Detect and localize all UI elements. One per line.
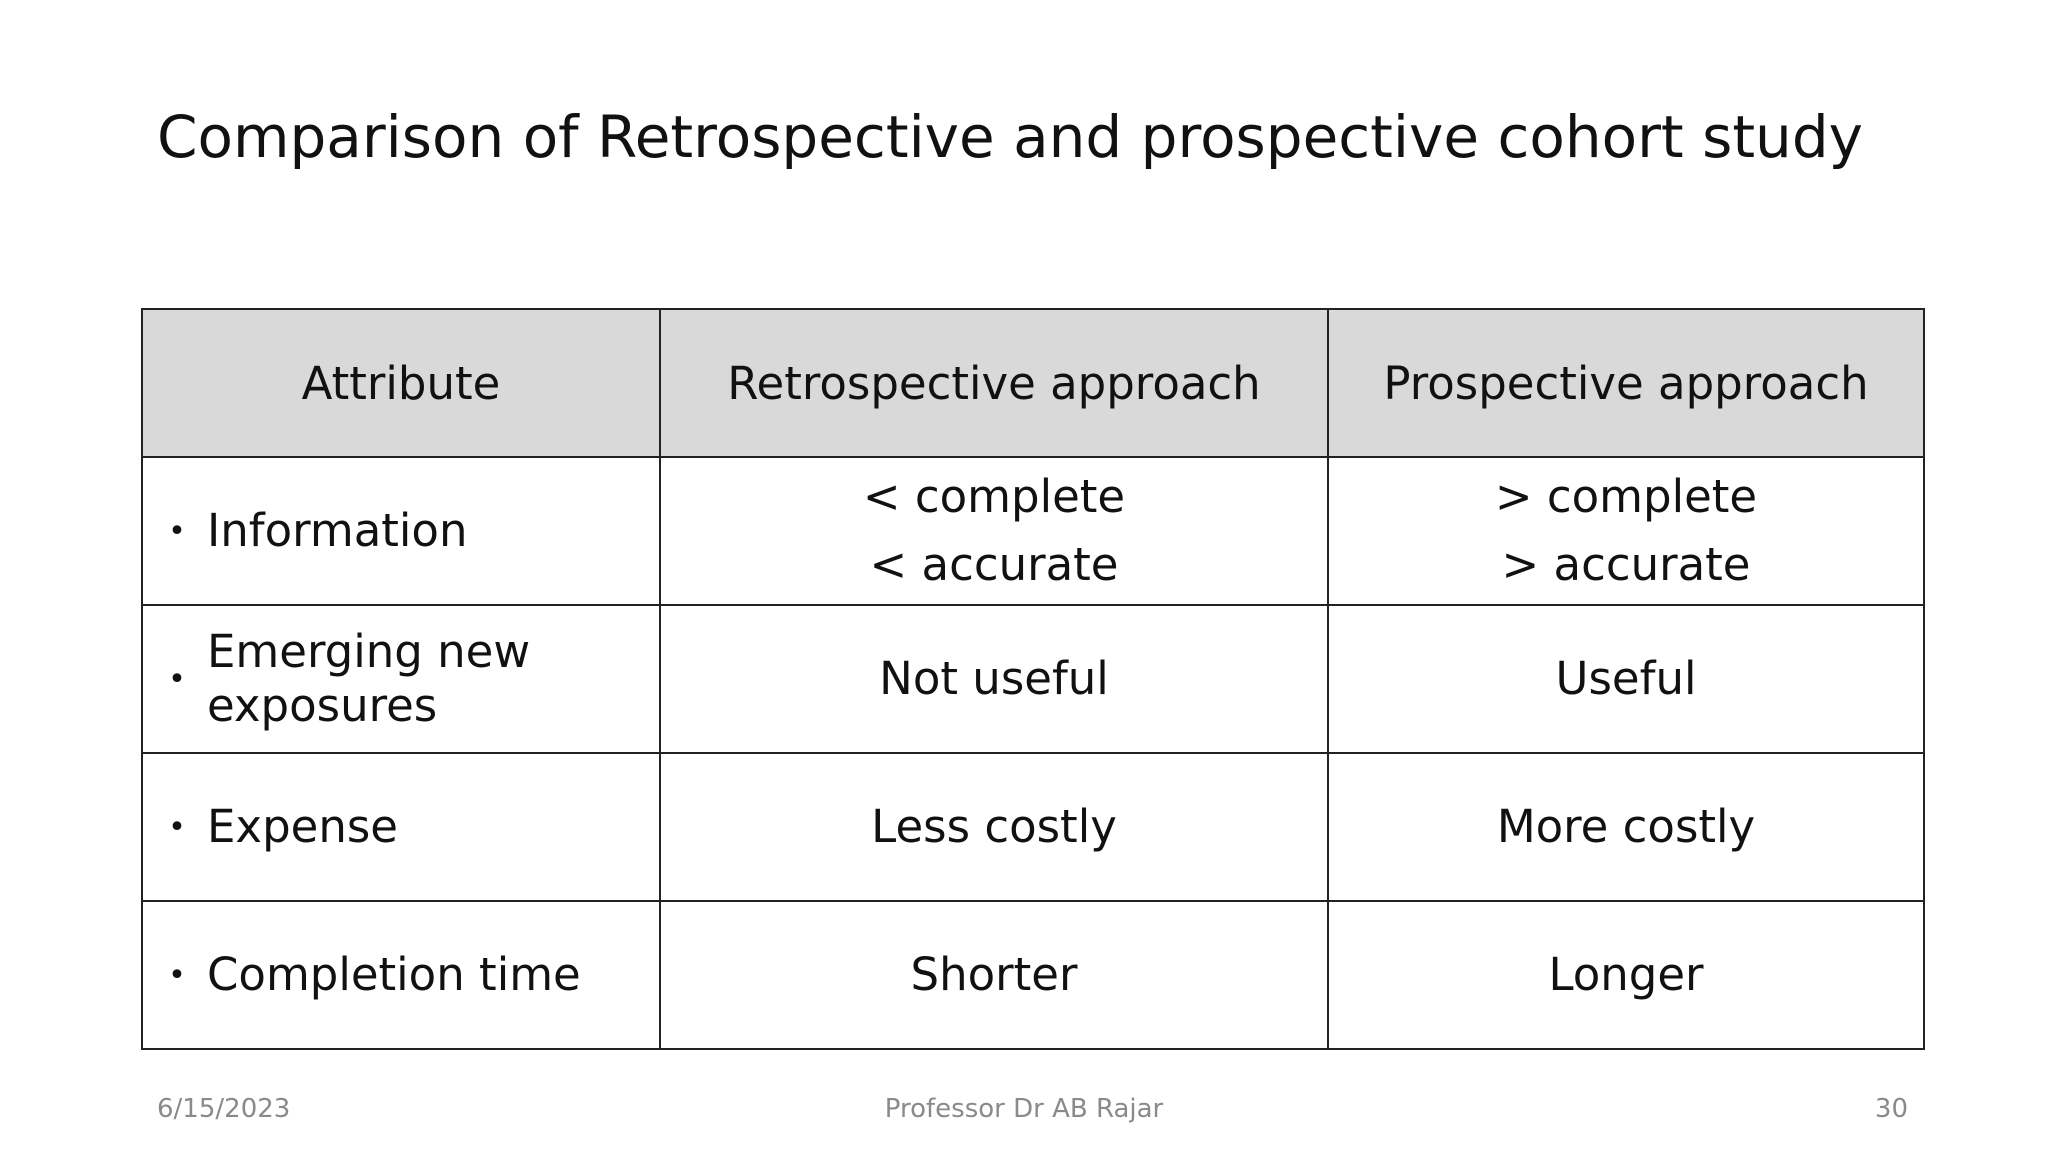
table-row: • Information < complete < accurate > co… — [141, 456, 1925, 606]
attribute-cell: • Emerging new exposures — [141, 604, 661, 754]
prospective-value: Longer — [1548, 948, 1704, 1001]
footer-author: Professor Dr AB Rajar — [884, 1094, 1164, 1124]
retrospective-cell: Less costly — [659, 752, 1329, 902]
prospective-cell: Longer — [1327, 900, 1925, 1050]
comparison-table: Attribute Retrospective approach Prospec… — [141, 308, 1925, 1050]
bullet-icon: • — [168, 809, 186, 845]
retrospective-value: Shorter — [910, 948, 1078, 1001]
slide-title: Comparison of Retrospective and prospect… — [157, 103, 1863, 171]
header-prospective: Prospective approach — [1327, 308, 1925, 458]
attribute-cell: • Information — [141, 456, 661, 606]
bullet-icon: • — [168, 661, 186, 697]
retrospective-value: Not useful — [879, 652, 1109, 705]
table-header-row: Attribute Retrospective approach Prospec… — [141, 308, 1925, 458]
footer-date: 6/15/2023 — [157, 1094, 291, 1124]
table-row: • Expense Less costly More costly — [141, 752, 1925, 902]
bullet-icon: • — [168, 513, 186, 549]
retrospective-value: < accurate — [869, 538, 1119, 591]
attribute-label: Emerging new exposures — [207, 625, 531, 732]
header-retrospective: Retrospective approach — [659, 308, 1329, 458]
retrospective-cell: < complete < accurate — [659, 456, 1329, 606]
prospective-cell: Useful — [1327, 604, 1925, 754]
prospective-value: > accurate — [1501, 538, 1751, 591]
attribute-cell: • Expense — [141, 752, 661, 902]
header-attribute: Attribute — [141, 308, 661, 458]
retrospective-value: Less costly — [871, 800, 1117, 853]
attribute-cell: • Completion time — [141, 900, 661, 1050]
attribute-label: Information — [207, 504, 468, 557]
attribute-label: Expense — [207, 800, 398, 853]
prospective-value: Useful — [1555, 652, 1697, 705]
footer-page-number: 30 — [1874, 1094, 1908, 1124]
retrospective-cell: Not useful — [659, 604, 1329, 754]
table-row: • Completion time Shorter Longer — [141, 900, 1925, 1050]
retrospective-cell: Shorter — [659, 900, 1329, 1050]
bullet-icon: • — [168, 957, 186, 993]
prospective-cell: > complete > accurate — [1327, 456, 1925, 606]
prospective-value: More costly — [1496, 800, 1756, 853]
prospective-cell: More costly — [1327, 752, 1925, 902]
table-row: • Emerging new exposures Not useful Usef… — [141, 604, 1925, 754]
retrospective-value: < complete — [862, 470, 1126, 523]
prospective-value: > complete — [1494, 470, 1758, 523]
attribute-label: Completion time — [207, 948, 581, 1001]
